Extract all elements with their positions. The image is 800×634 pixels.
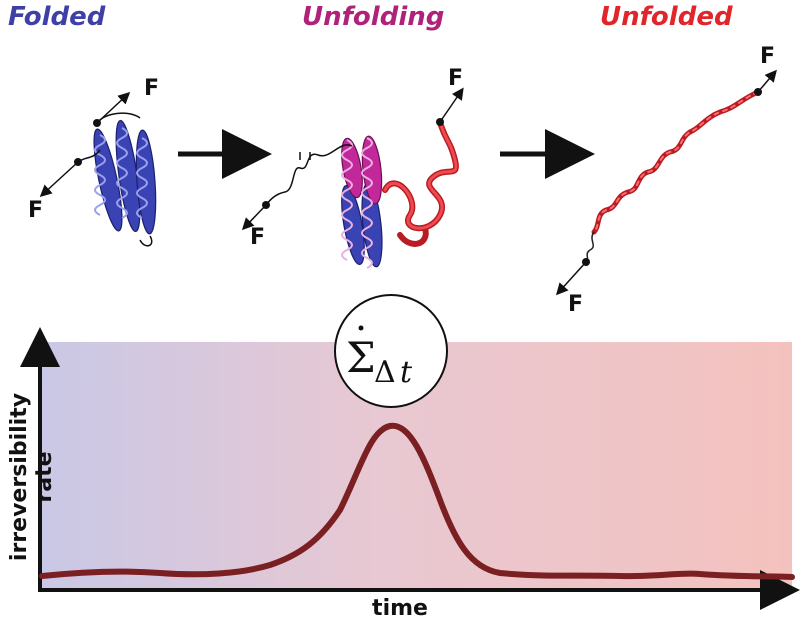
- force-label: F: [28, 198, 44, 223]
- force-label: F: [448, 66, 464, 91]
- force-label: F: [568, 292, 584, 317]
- force-label: F: [250, 225, 266, 250]
- irreversibility-curve: [39, 422, 795, 580]
- unfolded-label: Unfolded: [600, 2, 733, 32]
- delta-t-subscript: Δ: [374, 355, 396, 390]
- unfolded-protein-icon: [555, 69, 777, 296]
- force-label: F: [760, 44, 776, 69]
- folded-protein-icon: [39, 91, 157, 247]
- sigma-symbol: Σ: [346, 333, 376, 382]
- force-label: F: [144, 76, 160, 101]
- svg-text:t: t: [400, 355, 413, 390]
- unfolding-label: Unfolding: [302, 2, 445, 32]
- folded-label: Folded: [8, 2, 106, 32]
- unfolding-protein-icon: [241, 87, 464, 269]
- y-axis-label: irreversibility rate: [7, 392, 57, 562]
- x-axis-label: time: [372, 596, 428, 621]
- entropy-rate-badge: Σ Δ t: [334, 294, 448, 408]
